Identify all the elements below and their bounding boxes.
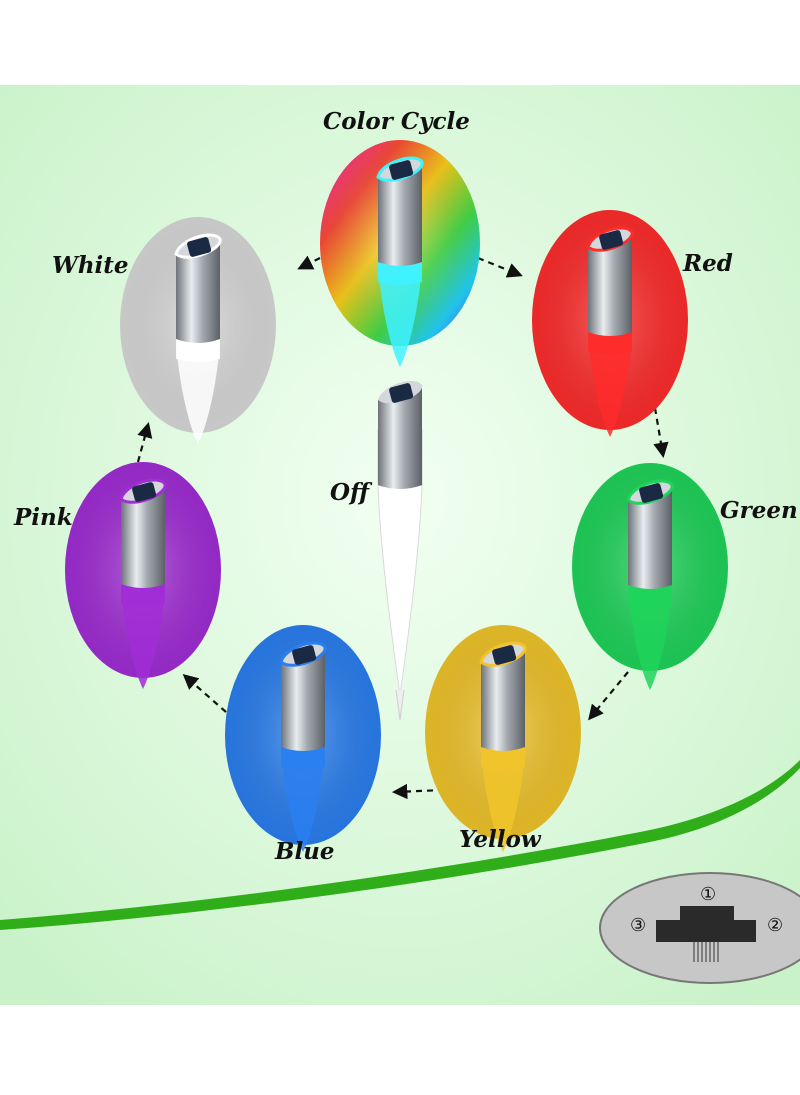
arrow-blue-to-pink: [182, 673, 227, 713]
switch-position-3: ③: [630, 915, 647, 936]
arrow-red-to-green: [653, 407, 669, 459]
lamp-blue: [279, 641, 327, 852]
arrow-yellow-to-blue: [391, 783, 445, 800]
arrow-green-to-yellow: [588, 671, 629, 721]
lamp-white: [174, 233, 222, 444]
lamp-red: [586, 226, 634, 437]
label-off: Off: [330, 479, 370, 506]
lamp-color-cycle: [376, 156, 424, 367]
label-yellow: Yellow: [459, 826, 541, 853]
arrow-white-to-colorcycle: [297, 255, 321, 270]
cycle-arrows: [136, 255, 669, 800]
arrow-colorcycle-to-red: [477, 256, 523, 278]
label-white: White: [52, 252, 129, 279]
label-green: Green: [720, 497, 798, 524]
lamp-green: [626, 479, 674, 690]
lamp-yellow: [479, 641, 527, 852]
switch-position-2: ②: [767, 915, 784, 936]
switch-diagram: [599, 872, 800, 984]
off-lamp: [377, 380, 423, 721]
green-swoosh: [0, 760, 800, 930]
label-red: Red: [683, 250, 733, 277]
label-pink: Pink: [14, 504, 73, 531]
lamp-pink: [119, 478, 167, 689]
label-color-cycle: Color Cycle: [323, 108, 470, 135]
label-blue: Blue: [275, 838, 335, 865]
switch-position-1: ①: [700, 884, 717, 905]
